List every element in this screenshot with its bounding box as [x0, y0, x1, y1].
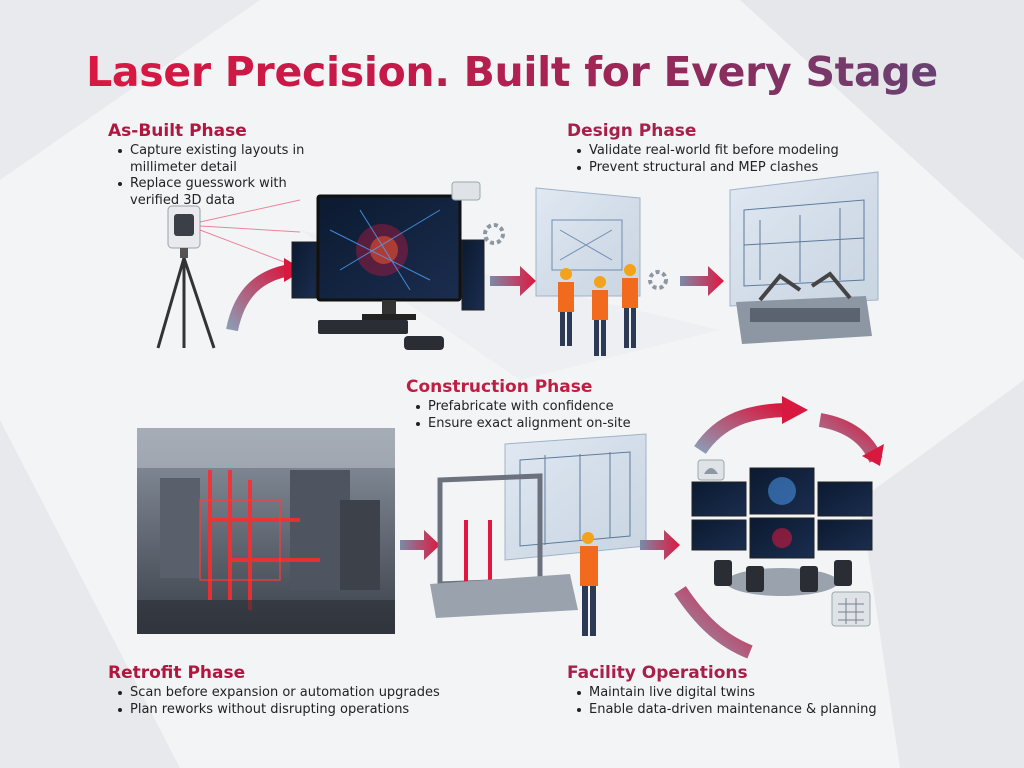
calendar-icon — [831, 591, 871, 627]
facility-bullet: Enable data-driven maintenance & plannin… — [567, 702, 907, 719]
flow-arrow — [490, 266, 536, 296]
cycle-arrow — [694, 403, 791, 455]
retrofit-bullet: Plan reworks without disrupting operatio… — [108, 702, 468, 719]
facility-phase: Facility Operations Maintain live digita… — [567, 663, 907, 718]
retrofit-heading: Retrofit Phase — [108, 663, 246, 683]
design-bullet: Prevent structural and MEP clashes — [567, 160, 867, 177]
design-heading: Design Phase — [567, 121, 697, 141]
workstation-monitors-icon — [291, 181, 485, 350]
control-room-icon — [691, 467, 873, 596]
design-bullet: Validate real-world fit before modeling — [567, 143, 867, 160]
digital-model-icon — [729, 171, 879, 344]
flow-arrow — [226, 264, 292, 332]
design-review-icon — [535, 187, 641, 356]
retrofit-bullet: Scan before expansion or automation upgr… — [108, 685, 468, 702]
gear-icon — [648, 270, 668, 290]
flow-arrow — [400, 530, 440, 560]
facility-bullet: Maintain live digital twins — [567, 685, 907, 702]
as-built-bullet: Replace guesswork with verified 3D data — [108, 176, 328, 209]
as-built-bullet: Capture existing layouts in millimeter d… — [108, 143, 328, 176]
flow-arrow — [680, 266, 724, 296]
construction-assembly-icon — [430, 433, 647, 636]
construction-phase: Construction Phase Prefabricate with con… — [406, 377, 666, 432]
as-built-heading: As-Built Phase — [108, 121, 247, 141]
as-built-phase: As-Built Phase Capture existing layouts … — [108, 121, 328, 209]
retrofit-phase: Retrofit Phase Scan before expansion or … — [108, 663, 468, 718]
page-title: Laser Precision. Built for Every Stage — [0, 48, 1024, 96]
laser-scanner-icon — [156, 199, 301, 349]
construction-bullet: Prefabricate with confidence — [406, 399, 666, 416]
gear-icon — [483, 223, 505, 245]
facility-heading: Facility Operations — [567, 663, 748, 683]
helmet-icon — [697, 459, 725, 481]
construction-heading: Construction Phase — [406, 377, 593, 397]
flow-arrow — [640, 530, 680, 560]
cycle-arrow — [674, 586, 753, 659]
retrofit-factory-image — [137, 428, 395, 634]
design-phase: Design Phase Validate real-world fit bef… — [567, 121, 867, 176]
construction-bullet: Ensure exact alignment on-site — [406, 416, 666, 433]
